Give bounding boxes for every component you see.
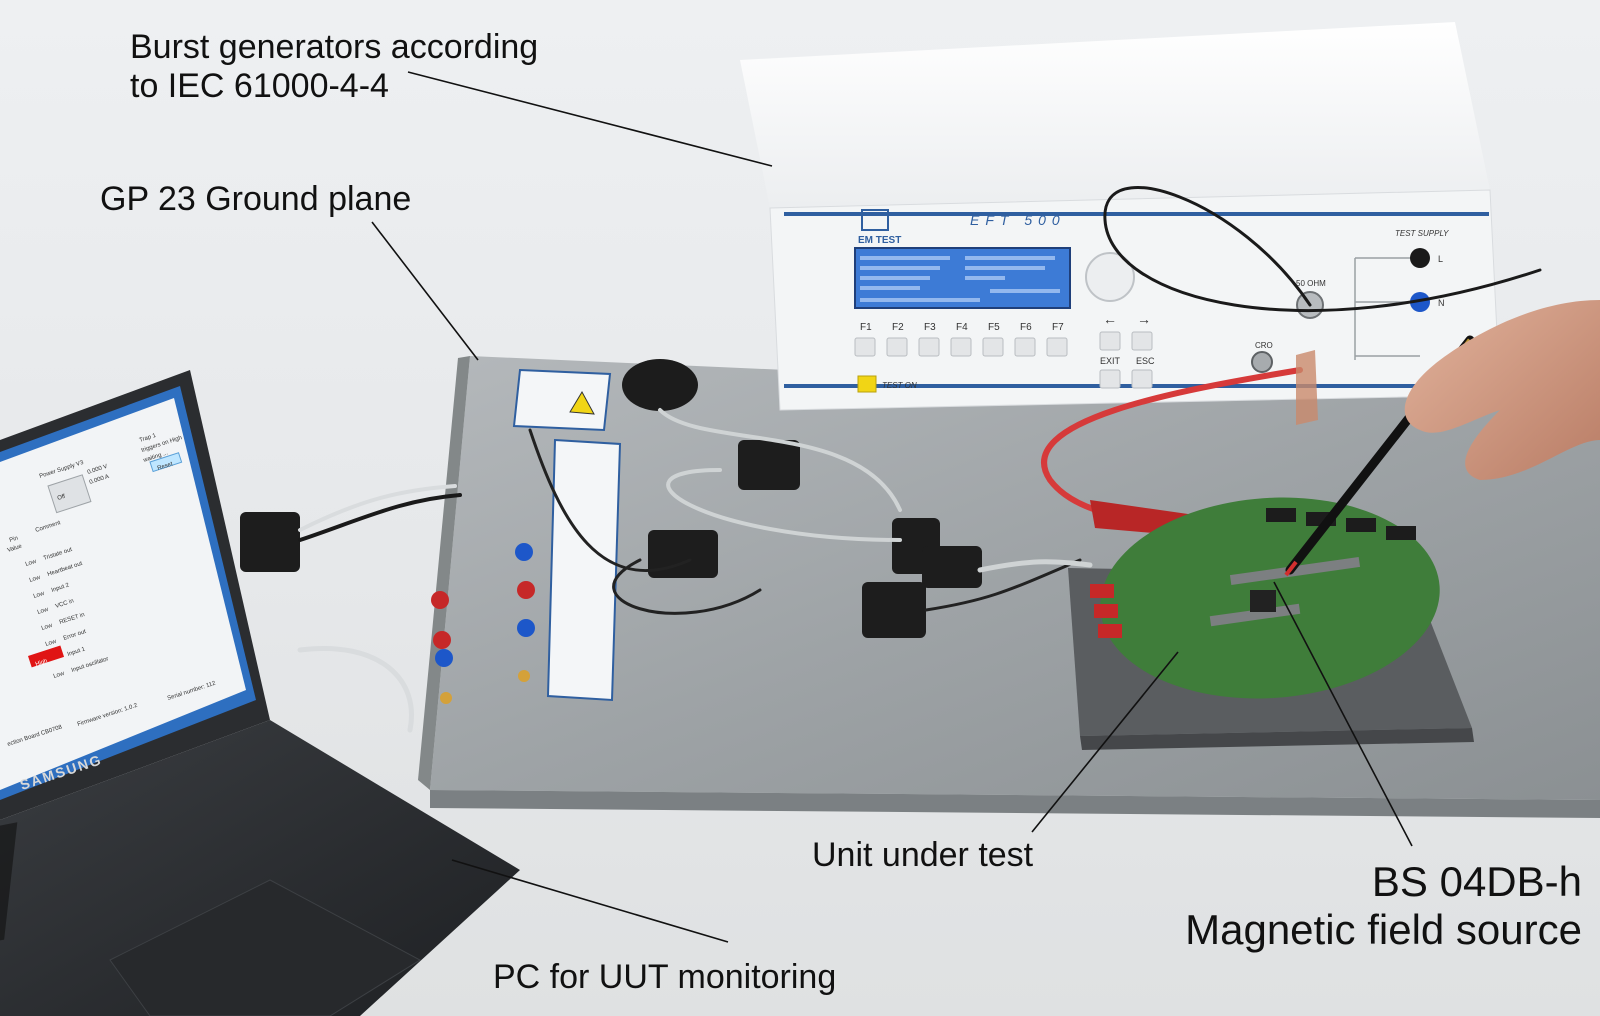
cro-connector[interactable]	[1251, 351, 1273, 373]
emtest-logo-icon	[861, 209, 889, 231]
f1-label: F1	[860, 322, 872, 333]
test-on-label: TEST ON	[882, 381, 917, 390]
connector-housing	[622, 359, 698, 411]
trap-label: Trap 1	[139, 433, 158, 444]
burst-caption-line1: Burst generators according	[130, 28, 539, 66]
f6-label: F6	[1020, 322, 1032, 333]
burst-caption-line2: to IEC 61000-4-4	[130, 67, 389, 106]
generator-model: EFT 500	[970, 212, 1066, 228]
test-on-key[interactable]	[857, 375, 877, 393]
row-6-value: High	[35, 658, 49, 668]
probe-caption: BS 04DB-h Magnetic field source	[1185, 858, 1582, 955]
unit-under-test-caption: Unit under test	[812, 836, 1034, 874]
f3-key[interactable]	[918, 337, 940, 357]
cro-label: CRO	[1255, 341, 1273, 350]
ohm-label: 50 OHM	[1296, 279, 1326, 288]
row-1-value: Low	[29, 575, 42, 584]
generator-knob[interactable]	[1085, 252, 1135, 302]
probe-caption-line2: Magnetic field source	[1185, 906, 1582, 954]
ferrite-clamps	[240, 440, 982, 638]
esc-label: ESC	[1136, 356, 1155, 366]
row-2-value: Low	[33, 591, 46, 600]
f6-key[interactable]	[1014, 337, 1036, 357]
generator-brand: EM TEST	[858, 235, 901, 246]
row-7-value: Low	[53, 671, 66, 680]
f7-label: F7	[1052, 322, 1064, 333]
n-label: N	[1438, 298, 1445, 308]
off-button[interactable]	[47, 474, 92, 514]
burst-generator-caption: Burst generators according to IEC 61000-…	[130, 28, 538, 106]
l-label: L	[1438, 254, 1443, 264]
f2-key[interactable]	[886, 337, 908, 357]
binding-posts	[431, 543, 535, 704]
left-key[interactable]	[1099, 331, 1121, 351]
f1-key[interactable]	[854, 337, 876, 357]
reset-button[interactable]	[149, 452, 183, 473]
ground-plane-caption: GP 23 Ground plane	[100, 180, 412, 218]
f7-key[interactable]	[1046, 337, 1068, 357]
esc-key[interactable]	[1131, 369, 1153, 389]
current-readout: 0.000 A	[89, 474, 110, 486]
reset-button-label: Reset	[157, 461, 174, 472]
arrow-left-icon: ←	[1103, 311, 1117, 327]
off-button-label: Off	[57, 494, 67, 502]
ground-plane-label	[512, 368, 622, 702]
f5-label: F5	[988, 322, 1000, 333]
f4-key[interactable]	[950, 337, 972, 357]
row-0-value: Low	[25, 559, 38, 568]
f3-label: F3	[924, 322, 936, 333]
right-key[interactable]	[1131, 331, 1153, 351]
f2-label: F2	[892, 322, 904, 333]
row-4-value: Low	[41, 623, 54, 632]
function-keys: F1 F2 F3 F4 F5 F6 F7	[854, 322, 1068, 357]
row-6-high-indicator	[28, 645, 65, 668]
f4-label: F4	[956, 322, 968, 333]
row-6-comment: Input 1	[67, 646, 87, 658]
row-3-value: Low	[37, 607, 50, 616]
hand	[1404, 300, 1600, 480]
cables	[297, 186, 1542, 733]
pin-header: Pin	[9, 536, 19, 544]
row-5-value: Low	[45, 639, 58, 648]
exit-key[interactable]	[1099, 369, 1121, 389]
value-header: Value	[7, 543, 24, 554]
test-supply-label: TEST SUPPLY	[1395, 229, 1449, 238]
row-2-comment: Input 2	[51, 582, 71, 594]
unit-under-test-pcb	[1090, 497, 1440, 699]
probe-caption-line1: BS 04DB-h	[1371, 858, 1582, 905]
row-3-comment: VCC in	[55, 598, 75, 610]
supply-l-socket[interactable]	[1410, 248, 1430, 268]
arrow-right-icon: →	[1137, 311, 1151, 327]
leader-lines	[371, 71, 1413, 943]
pc-caption: PC for UUT monitoring	[493, 958, 837, 996]
exit-label: EXIT	[1100, 356, 1121, 366]
burst-generator: EM TEST EFT 500 F1 F2 F3 F4 F5 F6 F7	[740, 22, 1501, 411]
f5-key[interactable]	[982, 337, 1004, 357]
